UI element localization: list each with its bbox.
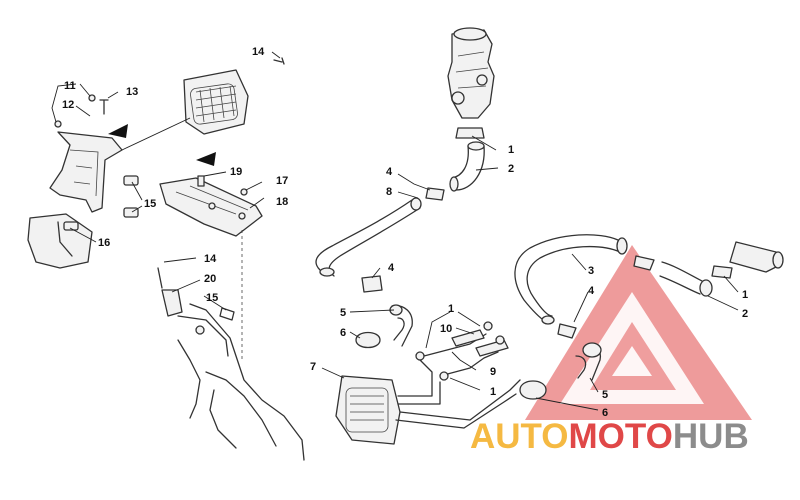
watermark-text-moto: MOTO	[569, 417, 673, 456]
callout-7: 7	[310, 361, 316, 373]
frame-member	[157, 267, 305, 461]
callout-1-right: 1	[742, 289, 748, 301]
nut-11	[88, 94, 96, 102]
callout-9: 9	[490, 366, 496, 378]
bolt-13	[99, 99, 109, 115]
callout-15-lower: 15	[206, 292, 218, 304]
callout-19: 19	[230, 166, 242, 178]
bolt-14-top	[273, 57, 285, 65]
callout-6-right: 6	[602, 407, 608, 419]
callout-1-fitting: 1	[448, 303, 454, 315]
callout-labels: 14 11 12 13 15 16 19 17 18 14 20 15 1 2 …	[62, 46, 748, 419]
callout-6-left: 6	[340, 327, 346, 339]
clamp-4-upper	[425, 187, 445, 201]
clamp-4-middle	[361, 275, 383, 293]
watermark-logo	[525, 245, 752, 420]
callout-15-left: 15	[144, 198, 156, 210]
frame-clip	[161, 289, 183, 317]
callout-5-right: 5	[602, 389, 608, 401]
watermark-triangle-hole	[612, 346, 652, 376]
callout-4-right: 4	[588, 285, 595, 297]
callout-17: 17	[276, 175, 288, 187]
hose-3	[514, 234, 655, 339]
bracket-assembly	[27, 94, 139, 269]
clamp-1-right	[711, 265, 733, 279]
callout-10: 10	[440, 323, 452, 335]
hose-8	[315, 187, 445, 277]
clamp-6-right	[519, 380, 547, 400]
callout-8: 8	[386, 186, 392, 198]
callout-2-top: 2	[508, 163, 514, 175]
flange-body	[183, 69, 249, 135]
callout-20: 20	[204, 273, 216, 285]
callout-11: 11	[64, 80, 76, 92]
hose-2-right	[659, 241, 784, 297]
callout-4-middle: 4	[388, 262, 395, 274]
arrow-marker-center	[196, 152, 216, 166]
oil-cooler-7	[335, 359, 521, 445]
callout-3: 3	[588, 265, 594, 277]
clip-16	[63, 221, 79, 231]
clip-15-frame	[219, 307, 235, 321]
callout-12: 12	[62, 99, 74, 111]
arrow-marker-left	[108, 124, 128, 138]
callout-5-left: 5	[340, 307, 346, 319]
watermark-text-hub: HUB	[673, 417, 749, 456]
clamp-4-lower	[557, 323, 577, 339]
screw-19	[197, 175, 205, 187]
flange-assembly	[121, 57, 285, 151]
clamp-6-left	[355, 331, 381, 349]
bolt-14-lower	[157, 267, 163, 289]
callout-1-top: 1	[508, 144, 514, 156]
callout-13: 13	[126, 86, 138, 98]
callout-16: 16	[98, 237, 110, 249]
callout-14-top: 14	[252, 46, 265, 58]
outlet-fitting	[729, 241, 779, 273]
callout-1-lower: 1	[490, 386, 496, 398]
callout-18: 18	[276, 196, 288, 208]
mounting-bracket	[49, 131, 123, 213]
watermark-text-auto: AUTO	[470, 417, 569, 456]
callout-4-upper: 4	[386, 166, 393, 178]
thermostat-housing	[447, 27, 495, 139]
clip-15-upper	[123, 175, 139, 186]
heat-shield-18	[159, 152, 263, 360]
clamp-1-top	[455, 127, 485, 139]
callout-14-lower: 14	[204, 253, 217, 265]
fittings	[415, 321, 509, 381]
nut-11b	[54, 120, 62, 128]
nut-17	[240, 188, 248, 196]
callout-2-right: 2	[742, 308, 748, 320]
watermark-text: AUTOMOTOHUB	[470, 417, 749, 456]
leader-lines	[51, 51, 739, 411]
clamp-4-right	[633, 255, 655, 271]
